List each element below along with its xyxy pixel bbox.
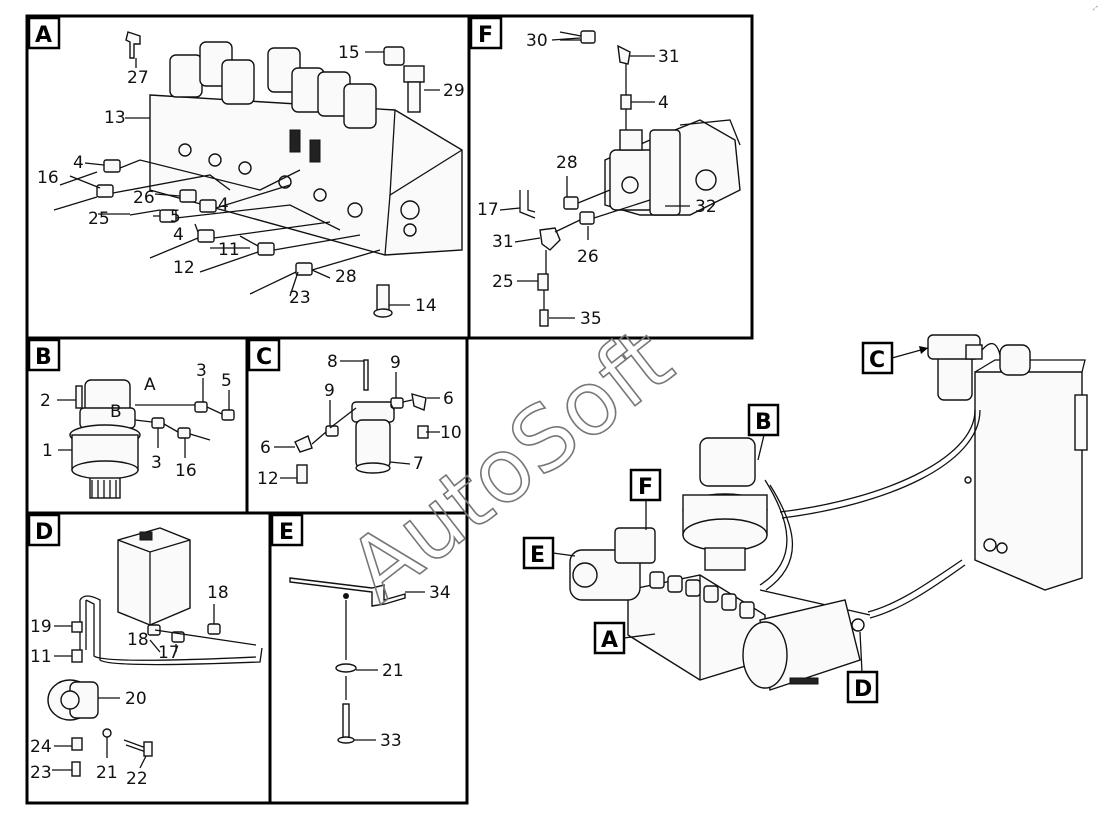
overview-assembly	[569, 334, 1088, 691]
panel-f-tab-label: F	[478, 23, 493, 48]
callout-c: C	[869, 348, 885, 373]
panel-c: C 8 9 9 6 6 10 12 7	[245, 336, 469, 515]
label-f-17: 17	[477, 200, 499, 220]
label-a-29: 29	[443, 81, 465, 101]
label-b-16: 16	[175, 461, 197, 481]
label-d-20: 20	[125, 689, 147, 709]
panel-e: E 34 21 33	[268, 511, 469, 805]
label-f-31-top: 31	[658, 47, 680, 67]
label-d-23: 23	[30, 763, 52, 783]
label-f-31-low: 31	[492, 232, 514, 252]
overview-control-valve	[627, 571, 766, 681]
callout-e: E	[530, 543, 545, 568]
callout-f: F	[638, 475, 653, 500]
label-a-4-top: 4	[73, 153, 84, 173]
filter	[351, 401, 395, 474]
mounting-bracket	[289, 577, 406, 607]
label-f-26: 26	[577, 247, 599, 267]
panel-c-tab-label: C	[256, 345, 272, 370]
label-c-6-right: 6	[443, 389, 454, 409]
label-a-16: 16	[37, 168, 59, 188]
label-e-34: 34	[429, 583, 451, 603]
label-a-28: 28	[335, 267, 357, 287]
label-a-15: 15	[338, 43, 360, 63]
label-d-19: 19	[30, 617, 52, 637]
label-f-35: 35	[580, 309, 602, 329]
label-a-11: 11	[218, 240, 240, 260]
label-d-11: 11	[30, 647, 52, 667]
label-a-23: 23	[289, 288, 311, 308]
label-c-8: 8	[327, 352, 338, 372]
panel-e-tab-label: E	[279, 520, 294, 545]
panel-a: A	[25, 14, 471, 340]
fittings-a	[53, 159, 381, 295]
label-f-28: 28	[556, 153, 578, 173]
swing-motor	[69, 379, 141, 499]
label-f-4: 4	[658, 93, 669, 113]
label-e-21: 21	[382, 661, 404, 681]
hydraulic-tank	[117, 527, 191, 626]
label-b-port-a: A	[144, 375, 156, 395]
label-c-9-left: 9	[324, 381, 335, 401]
label-c-9-right: 9	[390, 353, 401, 373]
corner-mark: ⤢	[1093, 5, 1098, 12]
overview-swing-motor	[682, 437, 768, 571]
label-a-14: 14	[415, 296, 437, 316]
label-f-30: 30	[526, 31, 548, 51]
callout-b: B	[755, 410, 772, 435]
label-b-1: 1	[42, 441, 53, 461]
pump-motor	[604, 119, 741, 216]
label-a-26: 26	[133, 188, 155, 208]
label-d-22: 22	[126, 769, 148, 789]
overview-callouts: C B F E A D	[522, 341, 929, 704]
panel-a-tab-label: A	[35, 23, 52, 48]
label-c-10: 10	[440, 423, 462, 443]
label-e-33: 33	[380, 731, 402, 751]
label-b-3-top: 3	[196, 361, 207, 381]
panel-d-tab-label: D	[35, 520, 53, 545]
callout-a: A	[601, 628, 618, 653]
valve-manifold	[149, 41, 463, 256]
label-b-5: 5	[221, 371, 232, 391]
label-a-4-low: 4	[173, 225, 184, 245]
panel-b-tab-label: B	[35, 345, 52, 370]
pump	[47, 679, 99, 721]
label-a-4-mid: 4	[218, 195, 229, 215]
label-b-3-low: 3	[151, 453, 162, 473]
label-d-17: 17	[158, 643, 180, 663]
panel-f: F 30 31 4 28 17 32 31 26	[467, 14, 754, 340]
panel-b: B 2 A 3 5 B 1 3 16	[25, 336, 249, 515]
label-c-6-left: 6	[260, 438, 271, 458]
label-d-24: 24	[30, 737, 52, 757]
label-c-7: 7	[413, 454, 424, 474]
panel-d: D 19 11 18 18 17 20 24 23 21 22	[25, 511, 272, 805]
label-d-18-right: 18	[207, 583, 229, 603]
label-b-2: 2	[40, 391, 51, 411]
label-a-27: 27	[127, 68, 149, 88]
label-f-25: 25	[492, 272, 514, 292]
label-f-32: 32	[695, 197, 717, 217]
label-d-21: 21	[96, 763, 118, 783]
label-c-12: 12	[257, 469, 279, 489]
label-a-25: 25	[88, 209, 110, 229]
label-a-13: 13	[104, 108, 126, 128]
callout-d: D	[854, 677, 872, 702]
label-a-12: 12	[173, 258, 195, 278]
label-a-5: 5	[170, 207, 181, 227]
label-b-port-b: B	[110, 402, 122, 422]
label-d-18-left: 18	[127, 630, 149, 650]
